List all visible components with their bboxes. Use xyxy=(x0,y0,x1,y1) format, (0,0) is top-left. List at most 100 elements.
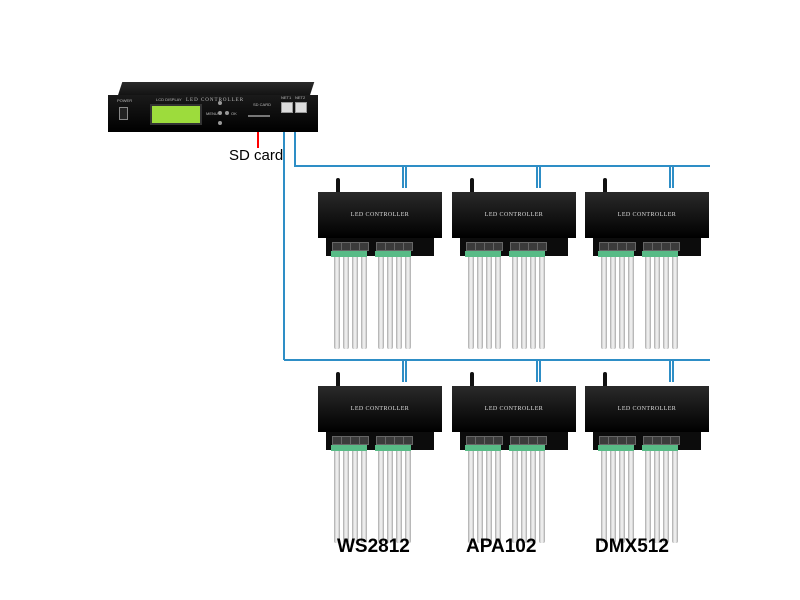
caption-ws2812: WS2812 xyxy=(337,536,410,557)
output-terminal xyxy=(403,436,413,445)
led-strip xyxy=(654,257,660,349)
green-terminal-block xyxy=(402,445,411,451)
green-terminal-block xyxy=(384,251,393,257)
led-strip xyxy=(495,451,501,543)
led-strip xyxy=(477,257,483,349)
green-terminal-block xyxy=(465,445,474,451)
green-terminal-block xyxy=(625,445,634,451)
led-strip xyxy=(672,257,678,349)
slave-controller-r1c2: LED CONTROLLER xyxy=(452,178,576,353)
net2-label: NET2 xyxy=(295,95,306,100)
row1-drop-3 xyxy=(669,166,674,188)
power-label: POWER xyxy=(117,98,133,103)
antenna xyxy=(336,372,340,390)
controller-body xyxy=(452,192,576,238)
led-strip xyxy=(343,257,349,349)
output-terminal xyxy=(626,436,636,445)
master-controller-top xyxy=(117,82,315,96)
antenna xyxy=(603,178,607,196)
output-terminal xyxy=(359,242,369,251)
output-terminal xyxy=(670,436,680,445)
slave-controller-r1c1: LED CONTROLLER xyxy=(318,178,442,353)
green-terminal-block xyxy=(509,445,518,451)
led-strip xyxy=(530,451,536,543)
led-strip xyxy=(378,257,384,349)
led-strip xyxy=(610,257,616,349)
lcd-label: LCD DISPLAY xyxy=(156,97,182,102)
ok-button xyxy=(225,111,229,115)
green-terminal-block xyxy=(527,445,536,451)
slave-controller-r2c1: LED CONTROLLER xyxy=(318,372,442,547)
master-to-row1-cable xyxy=(289,122,710,167)
led-strip xyxy=(387,451,393,543)
green-terminal-block xyxy=(536,445,545,451)
led-strip xyxy=(601,451,607,543)
green-terminal-block xyxy=(527,251,536,257)
green-terminal-block xyxy=(509,251,518,257)
green-terminal-block xyxy=(651,251,660,257)
green-terminal-block xyxy=(474,251,483,257)
net1-label: NET1 xyxy=(281,95,292,100)
led-strip xyxy=(530,257,536,349)
sd-slot-label: SD CARD xyxy=(253,102,272,107)
green-terminal-block xyxy=(402,251,411,257)
green-terminal-block xyxy=(358,445,367,451)
green-terminal-block xyxy=(669,251,678,257)
row2-drop-1 xyxy=(402,360,407,382)
green-terminal-block xyxy=(349,445,358,451)
green-terminal-block xyxy=(616,251,625,257)
master-brand-label: LED CONTROLLER xyxy=(186,98,245,103)
output-terminal xyxy=(670,242,680,251)
green-terminal-block xyxy=(331,251,340,257)
led-strip xyxy=(619,257,625,349)
controller-title-label: LED CONTROLLER xyxy=(484,406,544,412)
green-terminal-block xyxy=(340,251,349,257)
led-strip xyxy=(334,451,340,543)
output-terminal xyxy=(493,436,503,445)
led-strip xyxy=(663,451,669,543)
led-strip xyxy=(405,257,411,349)
green-terminal-block xyxy=(607,251,616,257)
green-terminal-block xyxy=(616,445,625,451)
row2-drop-3 xyxy=(669,360,674,382)
controller-body xyxy=(585,192,709,238)
green-terminal-block xyxy=(598,445,607,451)
antenna xyxy=(470,372,474,390)
green-terminal-block xyxy=(642,445,651,451)
controller-body xyxy=(318,192,442,238)
green-terminal-block xyxy=(536,251,545,257)
led-strip xyxy=(610,451,616,543)
green-terminal-block xyxy=(607,445,616,451)
led-strip xyxy=(512,451,518,543)
green-terminal-block xyxy=(340,445,349,451)
led-strip xyxy=(396,257,402,349)
controller-title-label: LED CONTROLLER xyxy=(350,406,410,412)
green-terminal-block xyxy=(518,251,527,257)
controller-body xyxy=(318,386,442,432)
led-strip xyxy=(361,257,367,349)
led-strip xyxy=(477,451,483,543)
green-terminal-block xyxy=(660,251,669,257)
sd-card-annotation: SD card xyxy=(229,147,284,164)
antenna xyxy=(470,178,474,196)
led-strip xyxy=(387,257,393,349)
green-terminal-block xyxy=(669,445,678,451)
net1-port xyxy=(281,102,293,113)
row1-drop-1 xyxy=(402,166,407,188)
slave-controller-r1c3: LED CONTROLLER xyxy=(585,178,709,353)
led-strip xyxy=(405,451,411,543)
led-strip xyxy=(619,451,625,543)
green-terminal-block xyxy=(642,251,651,257)
led-strip xyxy=(486,451,492,543)
master-controller: LED CONTROLLER POWER LCD DISPLAY MENU OK… xyxy=(108,82,318,132)
controller-title-label: LED CONTROLLER xyxy=(617,406,677,412)
green-terminal-block xyxy=(349,251,358,257)
led-strip xyxy=(628,257,634,349)
green-terminal-block xyxy=(483,251,492,257)
led-strip xyxy=(521,257,527,349)
led-strip xyxy=(378,451,384,543)
output-terminal xyxy=(359,436,369,445)
green-terminal-block xyxy=(375,445,384,451)
led-strip xyxy=(352,451,358,543)
led-strip xyxy=(521,451,527,543)
